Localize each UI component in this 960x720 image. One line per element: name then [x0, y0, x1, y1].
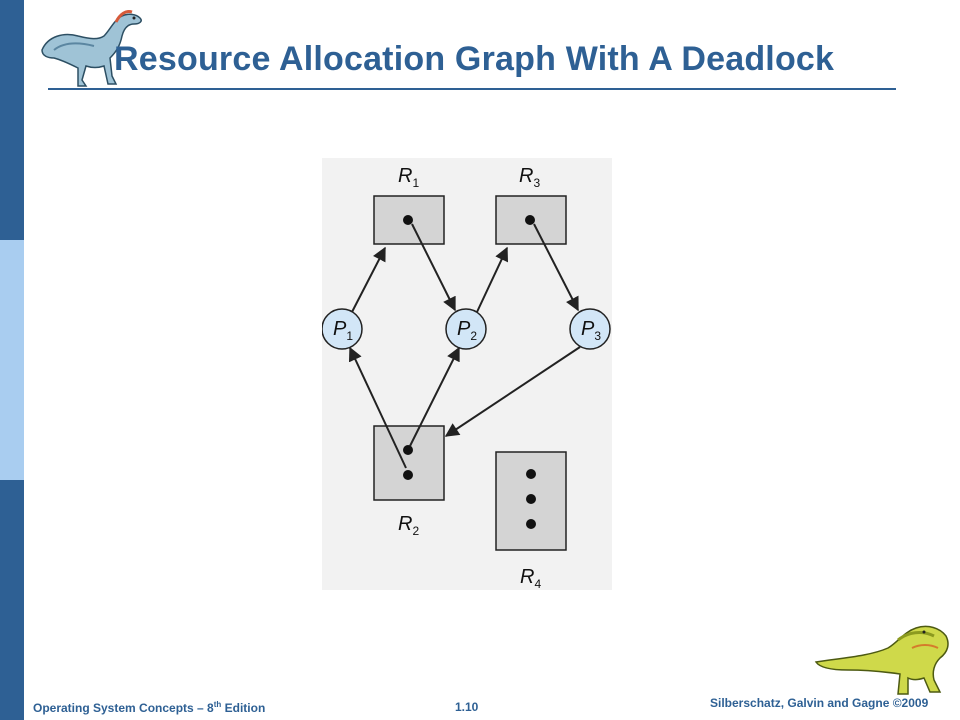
footer-page-number: 1.10: [455, 700, 478, 714]
resource-allocation-graph: R1 R3 R2 R4 P1 P2 P3: [322, 158, 612, 590]
r2-instance-dot: [403, 470, 413, 480]
r3-instance-dot: [525, 215, 535, 225]
diagram-background: [322, 158, 612, 590]
dinosaur-logo-bottom: [812, 618, 952, 700]
sidebar-band-highlight: [0, 240, 24, 480]
r4-instance-dot: [526, 494, 536, 504]
resource-r2-box: [374, 426, 444, 500]
r1-instance-dot: [403, 215, 413, 225]
footer-authors: Silberschatz, Galvin and Gagne ©2009: [710, 696, 928, 710]
r4-instance-dot: [526, 469, 536, 479]
r2-instance-dot: [403, 445, 413, 455]
title-underline: [48, 88, 896, 90]
r4-instance-dot: [526, 519, 536, 529]
page-title: Resource Allocation Graph With A Deadloc…: [114, 40, 834, 79]
footer-course-title: Operating System Concepts – 8th Edition: [33, 700, 265, 715]
